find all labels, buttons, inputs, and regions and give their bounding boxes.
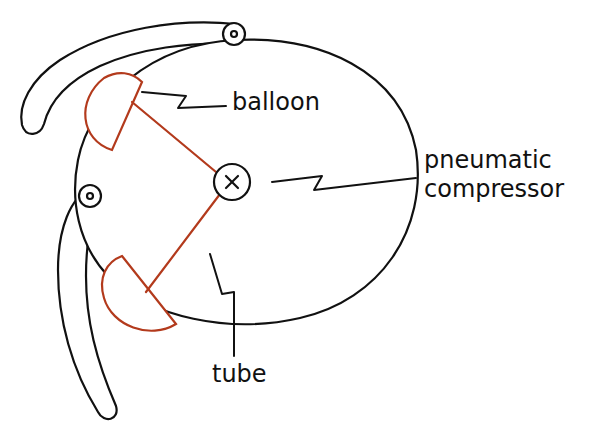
part-label: pneumatic compressor [424,146,589,204]
compressor-symbol [226,176,238,188]
leader-line [142,92,226,108]
balloon-shape [85,73,142,150]
leader-line [272,176,416,190]
pivot [79,185,101,207]
leader-line [210,254,234,356]
compressor-symbol [226,176,238,188]
part-label: balloon [232,88,372,117]
pivot [87,193,93,199]
tube-line [146,194,220,292]
pivot [231,31,237,37]
tube-line [132,102,216,172]
compressor-symbol [214,164,250,200]
pivot [223,23,245,45]
part-label: tube [212,360,312,389]
